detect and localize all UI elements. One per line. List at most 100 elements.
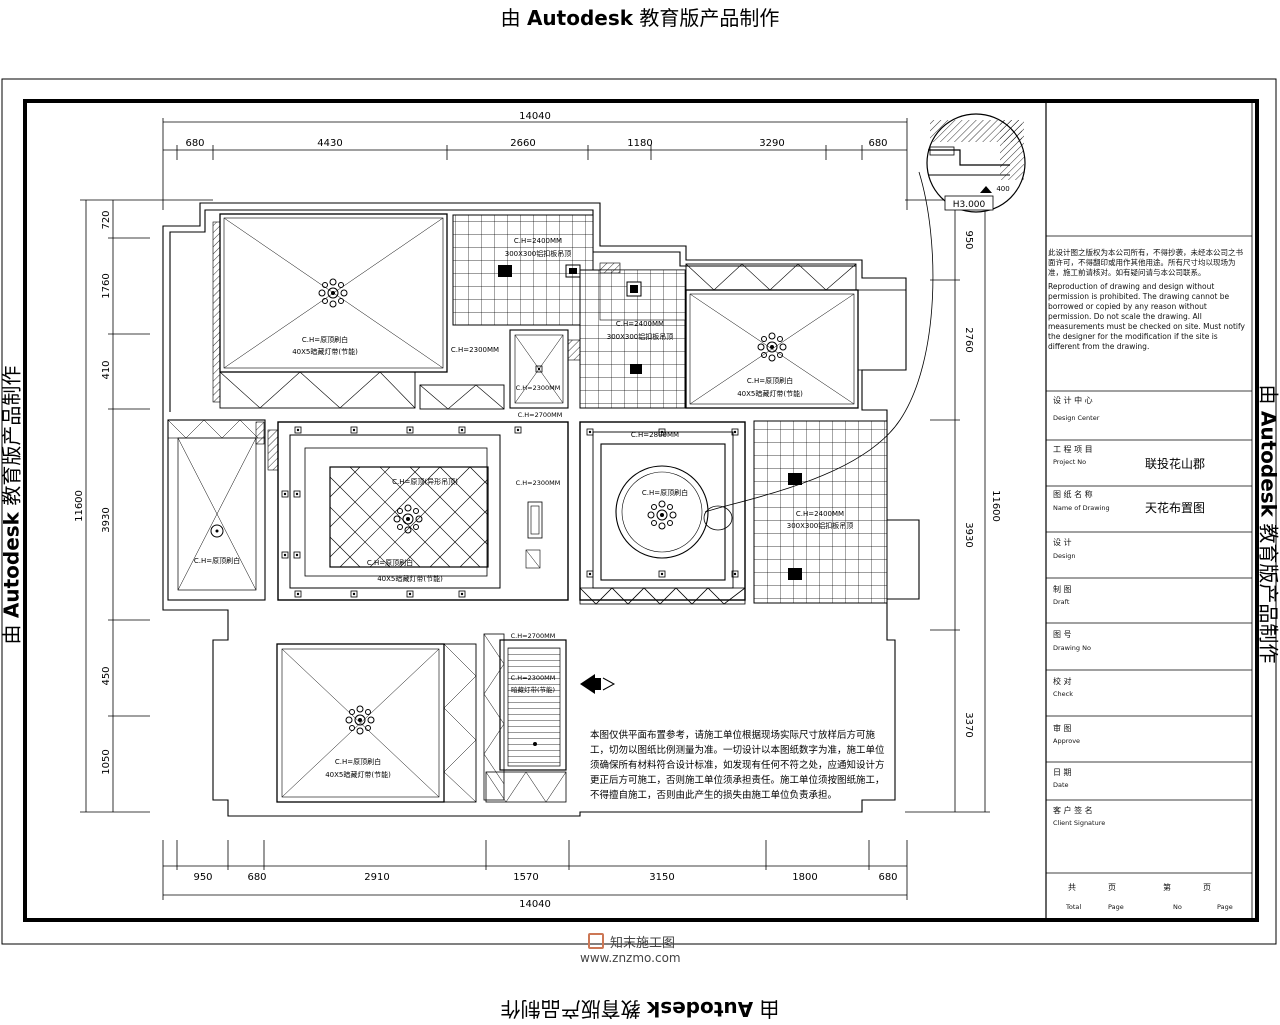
tb-approve-en: Approve [1053,737,1080,745]
znzmo-logo-icon [588,933,604,949]
dim-left-overall: 11600 [74,490,85,522]
tb-client-zh: 客 户 签 名 [1053,805,1093,815]
tb-drawing-name-en: Name of Drawing [1053,504,1110,512]
tb-page-zh-2: 页 [1203,883,1211,892]
label-nw-bedroom-light: 40X5暗藏灯带(节能) [292,347,358,356]
label-sw-room-ceiling: C.H=原顶刷白 [335,757,381,766]
tb-project-zh: 工 程 项 目 [1053,445,1093,454]
tb-design-en: Design [1053,552,1075,560]
dim-right-2: 2760 [963,327,974,352]
right-dimensions [905,200,990,812]
tb-page-zh: 页 [1108,883,1116,892]
label-balcony-ceiling: 300X300铝扣板吊顶 [787,521,854,530]
label-nw-bedroom-ceiling: C.H=原顶刷白 [302,335,348,344]
label-detail-dim: 400 [996,185,1009,193]
dim-top-1: 680 [185,138,204,149]
construction-notes: 本图仅供平面布置参考，请施工单位根据现场实际尺寸放样后方可施工，切勿以图纸比例测… [590,728,890,803]
notice-zh: 此设计图之版权为本公司所有，不得抄袭，未经本公司之书面许可，不得翻印或用作其他用… [1048,248,1246,278]
tb-design-center-en: Design Center [1053,414,1100,422]
tb-no-zh: 第 [1163,882,1171,892]
dim-bottom-4: 1570 [513,872,538,883]
tb-drawing-no-zh: 图 号 [1053,630,1072,639]
dim-left-3: 410 [101,360,112,379]
room-small-corridor [510,330,580,408]
notice-en: Reproduction of drawing and design witho… [1048,282,1246,352]
dim-right-3: 3930 [963,522,974,547]
dim-bottom-6: 1800 [792,872,817,883]
dim-right-1: 950 [963,230,974,249]
label-dining-ceiling: C.H=原顶刷白 [642,488,688,497]
label-balcony-height: C.H=2400MM [796,510,844,518]
dim-overall-bottom: 14040 [519,899,551,910]
tb-project-en: Project No [1053,458,1086,466]
label-kitchen-height: C.H=2400MM [616,320,664,328]
tb-page-en: Page [1108,903,1124,911]
title-block-labels: 设 计 中 心 Design Center 工 程 项 目 Project No… [1053,395,1233,911]
tb-check-en: Check [1053,690,1073,698]
dim-top-2: 4430 [317,138,342,149]
tb-check-zh: 校 对 [1053,676,1072,686]
room-ne-bedroom [686,264,906,408]
dim-bottom-7: 680 [878,872,897,883]
room-west [168,420,265,600]
dim-right-4: 3370 [963,712,974,737]
label-living-ceiling: C.H=原顶刷白 [367,558,413,567]
dim-top-6: 680 [868,138,887,149]
dim-bottom-2: 680 [247,872,266,883]
label-sw-room-light: 40X5暗藏灯带(节能) [325,770,391,779]
dim-top-3: 2660 [510,138,535,149]
dim-right-overall: 11600 [990,490,1001,522]
dim-overall-top: 14040 [519,111,551,122]
room-dining [580,422,745,600]
label-living-side: C.H=2300MM [516,479,561,487]
dim-bottom-5: 3150 [649,872,674,883]
left-dimensions [80,200,213,812]
label-ne-room-ceiling: C.H=原顶刷白 [747,376,793,385]
label-west-room: C.H=原顶刷白 [194,556,240,565]
tb-date-zh: 日 期 [1053,768,1072,777]
tb-drawing-no-en: Drawing No [1053,644,1091,652]
tb-drawing-name-value: 天花布置图 [1145,500,1205,515]
dim-left-2: 1760 [101,273,112,298]
dim-left-6: 1050 [101,749,112,774]
tb-no-en: No [1173,903,1182,911]
tb-design-center-zh: 设 计 中 心 [1053,395,1093,405]
label-living-light: 40X5暗藏灯带(节能) [377,574,443,583]
dim-bottom-1: 950 [193,872,212,883]
tb-total-zh: 共 [1068,883,1076,892]
logo-url: www.znzmo.com [580,951,681,965]
tb-design-zh: 设 计 [1053,537,1072,547]
dim-bottom-3: 2910 [364,872,389,883]
label-detail-height: H3.000 [953,200,986,210]
label-entry-top: C.H=2700MM [511,632,556,640]
dim-left-4: 3930 [101,507,112,532]
tb-client-en: Client Signature [1053,819,1105,827]
dim-left-5: 450 [101,666,112,685]
tb-approve-zh: 审 图 [1053,723,1072,733]
room-living [268,422,568,600]
label-entry-light: 暗藏灯带(节能) [511,685,555,694]
label-kitchen-ceiling: 300X300铝扣板吊顶 [607,332,674,341]
strip-south-of-living [580,588,745,604]
tb-draft-en: Draft [1053,598,1070,606]
label-ne-room-light: 40X5暗藏灯带(节能) [737,389,803,398]
znzmo-logo: 知末施工图 [588,932,675,951]
tb-project-value: 联投花山郡 [1145,456,1205,471]
dim-top-5: 3290 [759,138,784,149]
label-living-top: C.H=2700MM [518,411,563,419]
dim-left-1: 720 [101,210,112,229]
bottom-dimensions [163,840,907,900]
top-dimensions [163,118,907,210]
tb-page-en-2: Page [1217,903,1233,911]
label-dining-height: C.H=2800MM [631,431,679,439]
dim-top-4: 1180 [627,138,652,149]
label-small-cell: C.H=2300MM [516,384,561,392]
label-entry-mid: C.H=2300MM [511,674,556,682]
tb-total-en: Total [1065,903,1081,911]
label-living-special: C.H=原顶(异形吊顶) [392,478,458,486]
label-corridor: C.H=2300MM [451,346,499,354]
room-north-bathroom [453,215,593,325]
tb-draft-zh: 制 图 [1053,584,1072,594]
logo-name: 知末施工图 [610,936,675,951]
label-north-bath-ceiling: 300X300铝扣板吊顶 [505,249,572,258]
